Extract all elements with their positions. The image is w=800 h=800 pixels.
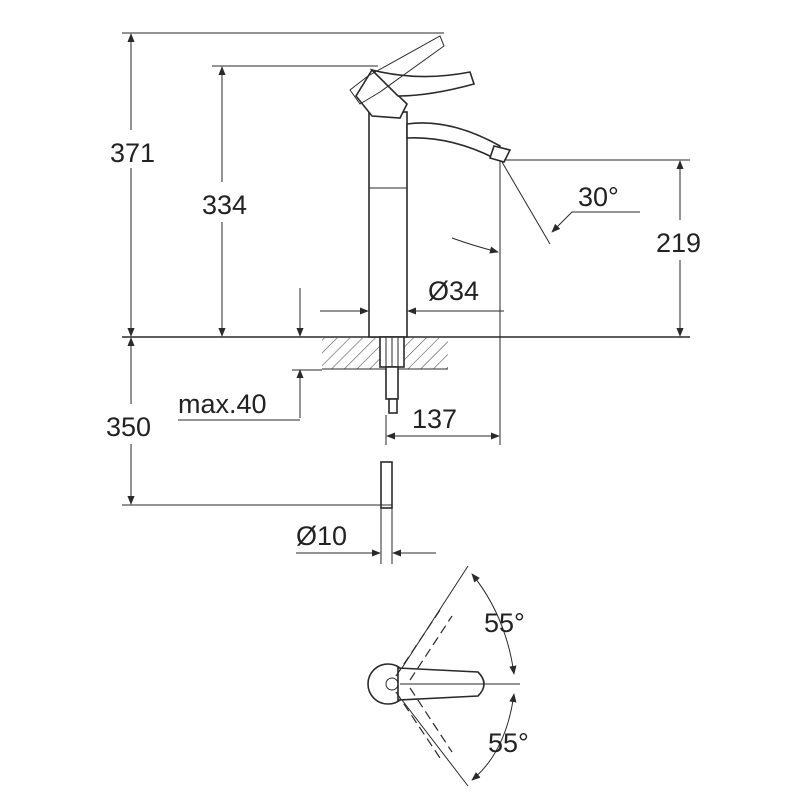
dim-350-label: 350 bbox=[106, 412, 151, 442]
dim-371 bbox=[106, 32, 444, 337]
lever-open-outline bbox=[349, 35, 445, 105]
lever-handle bbox=[355, 68, 476, 119]
dim-diameter-34 bbox=[320, 298, 504, 322]
lever-rotation-up bbox=[395, 565, 517, 681]
dim-diameter-10 bbox=[296, 508, 436, 564]
top-view-lever bbox=[367, 663, 520, 705]
spout bbox=[406, 122, 512, 163]
dim-350 bbox=[104, 337, 392, 506]
countertop-section bbox=[322, 337, 448, 370]
faucet-body bbox=[368, 111, 408, 338]
dim-30-angle bbox=[451, 161, 640, 254]
rotation-up-label: 55° bbox=[484, 608, 525, 638]
dim-137-label: 137 bbox=[412, 404, 457, 434]
dim-diameter-34-label: Ø34 bbox=[428, 276, 479, 306]
dim-334 bbox=[196, 65, 378, 337]
rotation-down-label: 55° bbox=[488, 728, 529, 758]
dim-219 bbox=[504, 159, 716, 337]
dim-371-label: 371 bbox=[110, 138, 155, 168]
dim-30-label: 30° bbox=[578, 182, 619, 212]
dim-diameter-10-label: Ø10 bbox=[296, 521, 347, 551]
supply-hose bbox=[380, 461, 393, 509]
dim-max-40 bbox=[178, 288, 322, 421]
lever-rotation-down bbox=[395, 687, 517, 787]
dim-219-label: 219 bbox=[656, 228, 701, 258]
dim-137 bbox=[385, 415, 500, 445]
dim-max-40-label: max.40 bbox=[178, 389, 267, 419]
tailpiece bbox=[379, 336, 405, 414]
dim-334-label: 334 bbox=[202, 190, 247, 220]
